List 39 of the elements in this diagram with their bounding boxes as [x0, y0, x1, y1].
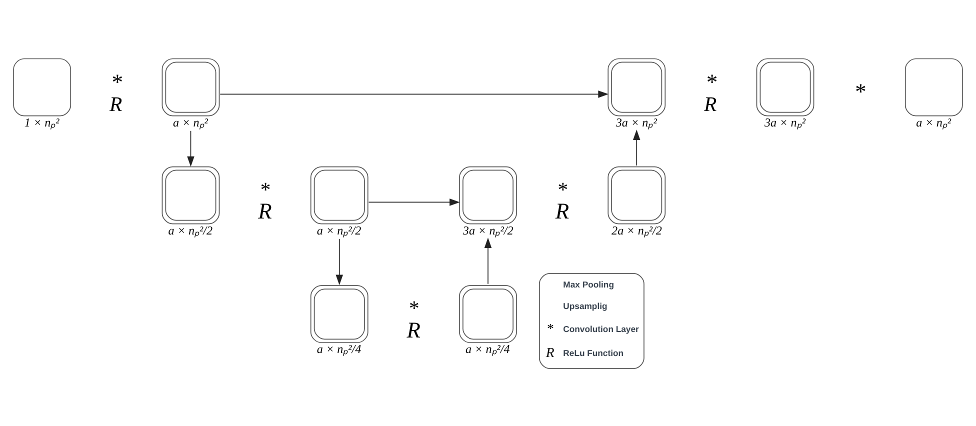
- node-label: a × nₚ²/2: [316, 223, 362, 238]
- label: R: [110, 94, 122, 116]
- node-box: [459, 166, 517, 224]
- node-box: [162, 166, 220, 224]
- label: *: [110, 70, 122, 95]
- node-label: a × nₚ²/4: [466, 342, 510, 356]
- node-box: [459, 285, 517, 344]
- node-box: [608, 58, 666, 116]
- node-label: a × nₚ²: [173, 115, 208, 130]
- arrow: [187, 130, 194, 167]
- node-box: [310, 285, 368, 344]
- legend-label: Convolution Layer: [563, 324, 639, 334]
- node-label: a × nₚ²: [916, 115, 952, 130]
- label: R: [704, 94, 717, 116]
- node-label: 3a × nₚ²: [616, 115, 657, 130]
- arrow: [484, 238, 492, 284]
- arrow: [633, 130, 640, 166]
- node-box: [756, 58, 814, 116]
- node-box: [13, 58, 72, 116]
- arrow: [336, 238, 343, 286]
- node-label: 3a × nₚ²/2: [462, 223, 514, 238]
- label: R: [546, 345, 554, 360]
- node-box: [162, 58, 220, 116]
- arrow: [220, 90, 609, 98]
- legend-label: ReLu Function: [563, 348, 624, 358]
- label: *: [546, 320, 554, 336]
- node-label: 1 × nₚ²: [24, 115, 60, 130]
- node-label: a × nₚ²/4: [316, 342, 362, 356]
- node-box: [904, 58, 963, 116]
- node-label: 2a × nₚ²/2: [612, 223, 662, 238]
- node-box: [608, 166, 666, 224]
- label: *: [854, 78, 866, 104]
- legend-label: Upsamplig: [563, 300, 608, 311]
- node-box: [310, 166, 368, 224]
- node-label: a × nₚ²/2: [168, 223, 213, 238]
- arrow: [368, 198, 460, 206]
- label: *: [705, 70, 717, 95]
- node-label: 3a × nₚ²: [764, 115, 806, 130]
- legend-label: Max Pooling: [563, 279, 614, 290]
